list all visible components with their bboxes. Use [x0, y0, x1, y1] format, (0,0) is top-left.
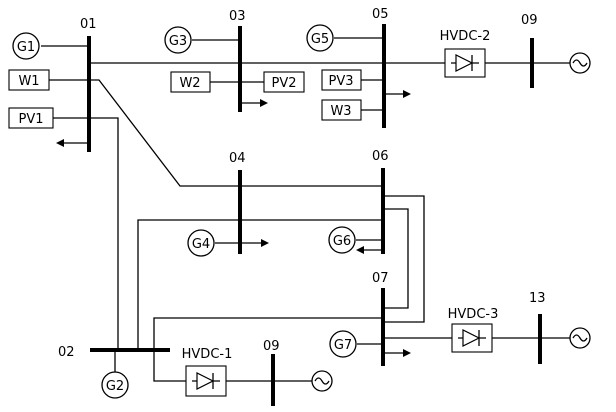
- generator-g2-label: G2: [106, 379, 124, 394]
- renewable-units: W1 PV1 W2 PV2 PV3 W3: [8, 69, 384, 129]
- wind-w3-box: [321, 99, 362, 121]
- line-06-07-b: [383, 208, 409, 309]
- generator-g4-label: G4: [192, 237, 210, 252]
- generator-g6-symbol: [328, 226, 356, 254]
- wind-w3-label: W3: [330, 104, 351, 119]
- wind-w1-box: [8, 69, 50, 91]
- line-01-02: [89, 117, 119, 348]
- line-06-07-a: [383, 195, 425, 323]
- bus-label-06: 06: [372, 149, 389, 164]
- hvdc1-label: HVDC-1: [182, 347, 233, 362]
- generator-g5-label: G5: [311, 32, 329, 47]
- generator-g2-symbol: [101, 371, 129, 399]
- bus-label-04: 04: [229, 151, 246, 166]
- wind-w1-label: W1: [18, 74, 39, 89]
- generator-g7-symbol: [329, 330, 357, 358]
- bus-label-05: 05: [372, 7, 389, 22]
- bus-label-09-top: 09: [521, 13, 538, 28]
- pv-pv3-box: [321, 69, 362, 91]
- generator-g4-symbol: [187, 229, 215, 257]
- wind-w2-label: W2: [179, 76, 200, 91]
- bus-labels: 01 03 05 09 04 06 07 13 02 09: [58, 7, 546, 360]
- generator-g3-label: G3: [169, 34, 187, 49]
- transmission-lines: [89, 62, 452, 382]
- bus-label-07: 07: [372, 271, 389, 286]
- wind-w2-box: [170, 71, 211, 93]
- bus-label-13: 13: [529, 291, 546, 306]
- generator-g1-symbol: [12, 32, 40, 60]
- pv-pv1-label: PV1: [18, 112, 43, 127]
- generator-g1-label: G1: [17, 40, 35, 55]
- pv-pv1-box: [8, 107, 54, 129]
- hvdc-links: HVDC-2 HVDC-1 HVDC-3: [182, 29, 591, 397]
- generators: G1 G3 G5 G4 G6 G7 G2: [12, 24, 384, 399]
- generator-g3-symbol: [164, 26, 192, 54]
- bus-label-01: 01: [80, 17, 97, 32]
- pv-pv3-label: PV3: [328, 74, 353, 89]
- bus-label-02: 02: [58, 345, 75, 360]
- pv-pv2-label: PV2: [271, 76, 296, 91]
- line-02-hvdc1: [153, 352, 186, 382]
- bus-label-03: 03: [229, 9, 246, 24]
- bus-label-09-bottom: 09: [263, 339, 280, 354]
- hvdc3-label: HVDC-3: [448, 307, 499, 322]
- line-07-02: [153, 317, 383, 348]
- hvdc2-label: HVDC-2: [440, 29, 491, 44]
- generator-g7-label: G7: [334, 338, 352, 353]
- line-01-06: [89, 79, 383, 187]
- load-arrows: [56, 90, 411, 357]
- line-06-02: [137, 219, 383, 348]
- pv-pv2-box: [263, 71, 305, 93]
- generator-g5-symbol: [306, 24, 334, 52]
- generator-g6-label: G6: [333, 234, 351, 249]
